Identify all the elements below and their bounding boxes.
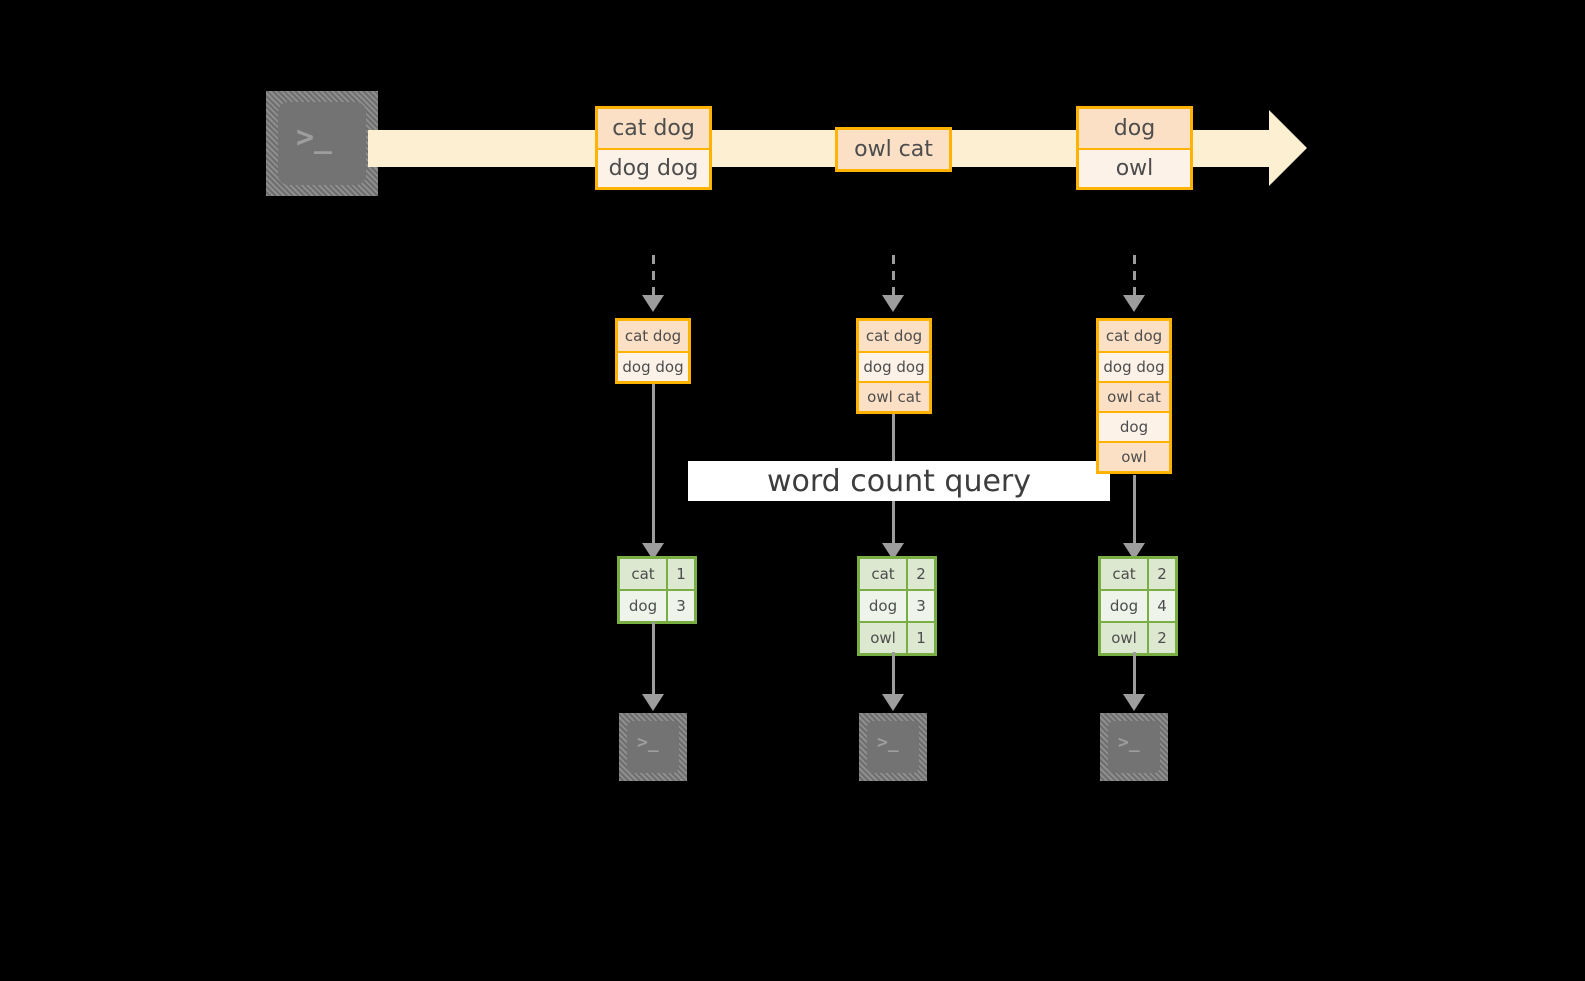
table-cell-count: 3 [906,591,934,621]
table-row: owl 1 [860,621,934,653]
sink-arrowhead-1 [642,694,664,711]
stream-message-2[interactable]: owl cat [835,127,952,172]
table-cell-count: 1 [666,559,694,589]
table-cell-count: 1 [906,623,934,653]
table-cell-count: 3 [666,591,694,621]
result-table-2[interactable]: cat 2 dog 3 owl 1 [857,556,937,656]
ingest-connector-3 [1133,255,1136,297]
table-cell-count: 2 [1147,623,1175,653]
ingest-arrowhead-1 [642,295,664,312]
state-line: cat dog [1099,321,1169,351]
terminal-prompt-glyph: >_ [1118,732,1140,753]
state-line: dog dog [859,351,929,381]
query-connector-3 [1133,475,1136,552]
table-cell-word: cat [1101,559,1147,589]
stream-message-line: owl [1079,148,1190,187]
sink-terminal-icon-2[interactable]: >_ [859,713,927,781]
ingest-arrowhead-2 [882,295,904,312]
state-line: cat dog [618,321,688,351]
sink-connector-1 [652,622,655,698]
state-line: owl [1099,441,1169,471]
query-arrowhead-1 [642,543,664,560]
terminal-prompt-glyph: >_ [637,732,659,753]
sink-arrowhead-2 [882,694,904,711]
sink-terminal-icon-3[interactable]: >_ [1100,713,1168,781]
stream-message-line: dog [1079,109,1190,148]
stream-message-1[interactable]: cat dog dog dog [595,106,712,190]
table-cell-count: 2 [1147,559,1175,589]
terminal-prompt-glyph: >_ [296,120,333,155]
query-arrowhead-3 [1123,543,1145,560]
query-label: word count query [766,463,1032,499]
stream-message-line: cat dog [598,109,709,148]
state-line: owl cat [859,381,929,411]
ingest-connector-2 [892,255,895,297]
source-terminal-icon[interactable]: >_ [266,91,378,196]
state-line: cat dog [859,321,929,351]
ingest-connector-1 [652,255,655,297]
table-cell-word: owl [860,623,906,653]
table-cell-word: cat [860,559,906,589]
table-cell-word: dog [620,591,666,621]
state-line: dog dog [618,351,688,381]
result-table-3[interactable]: cat 2 dog 4 owl 2 [1098,556,1178,656]
table-row: owl 2 [1101,621,1175,653]
table-cell-count: 2 [906,559,934,589]
table-row: cat 2 [1101,559,1175,589]
table-row: dog 3 [860,589,934,621]
table-cell-count: 4 [1147,591,1175,621]
query-arrowhead-2 [882,543,904,560]
result-table-1[interactable]: cat 1 dog 3 [617,556,697,624]
stream-message-line: dog dog [598,148,709,187]
state-line: owl cat [1099,381,1169,411]
table-cell-word: dog [1101,591,1147,621]
state-box-1[interactable]: cat dog dog dog [615,318,691,384]
table-cell-word: cat [620,559,666,589]
table-row: cat 2 [860,559,934,589]
stream-message-line: owl cat [838,130,949,169]
table-row: dog 4 [1101,589,1175,621]
table-cell-word: owl [1101,623,1147,653]
stream-message-3[interactable]: dog owl [1076,106,1193,190]
ingest-arrowhead-3 [1123,295,1145,312]
sink-arrowhead-3 [1123,694,1145,711]
sink-terminal-icon-1[interactable]: >_ [619,713,687,781]
terminal-body [867,721,919,773]
state-line: dog dog [1099,351,1169,381]
sink-connector-3 [1133,652,1136,698]
state-box-3[interactable]: cat dog dog dog owl cat dog owl [1096,318,1172,474]
terminal-body [627,721,679,773]
terminal-body [278,102,366,185]
sink-connector-2 [892,652,895,698]
query-connector-1 [652,384,655,552]
table-row: cat 1 [620,559,694,589]
table-row: dog 3 [620,589,694,621]
state-line: dog [1099,411,1169,441]
terminal-body [1108,721,1160,773]
event-stream-arrowhead [1269,110,1307,186]
terminal-prompt-glyph: >_ [877,732,899,753]
state-box-2[interactable]: cat dog dog dog owl cat [856,318,932,414]
table-cell-word: dog [860,591,906,621]
query-label-band: word count query [688,461,1110,501]
